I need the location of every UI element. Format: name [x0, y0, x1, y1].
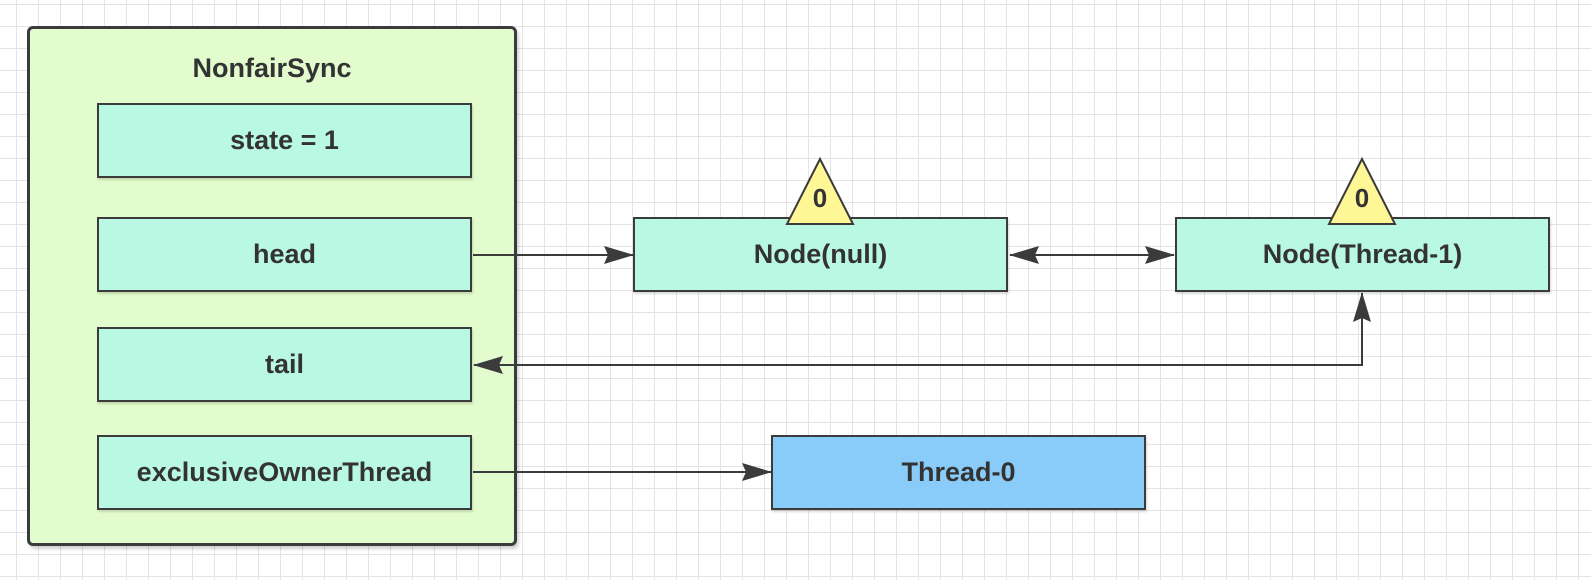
state-field[interactable]: state = 1	[97, 103, 472, 178]
tail-field[interactable]: tail	[97, 327, 472, 402]
node-thread-1-wait-status-label: 0	[1355, 183, 1369, 213]
thread-0-box[interactable]: Thread-0	[771, 435, 1146, 510]
node-thread-1[interactable]: Node(Thread-1)	[1175, 217, 1550, 292]
exclusive-owner-thread-field[interactable]: exclusiveOwnerThread	[97, 435, 472, 510]
head-field[interactable]: head	[97, 217, 472, 292]
nonfair-sync-title: NonfairSync	[192, 53, 352, 83]
node-thread-1-wait-status-triangle: 0	[1327, 156, 1397, 225]
node-null-wait-status-triangle: 0	[785, 156, 855, 225]
node-null-wait-status-label: 0	[813, 183, 827, 213]
node-null[interactable]: Node(null)	[633, 217, 1008, 292]
tail-to-node-thread-1-arrow	[473, 292, 1371, 374]
